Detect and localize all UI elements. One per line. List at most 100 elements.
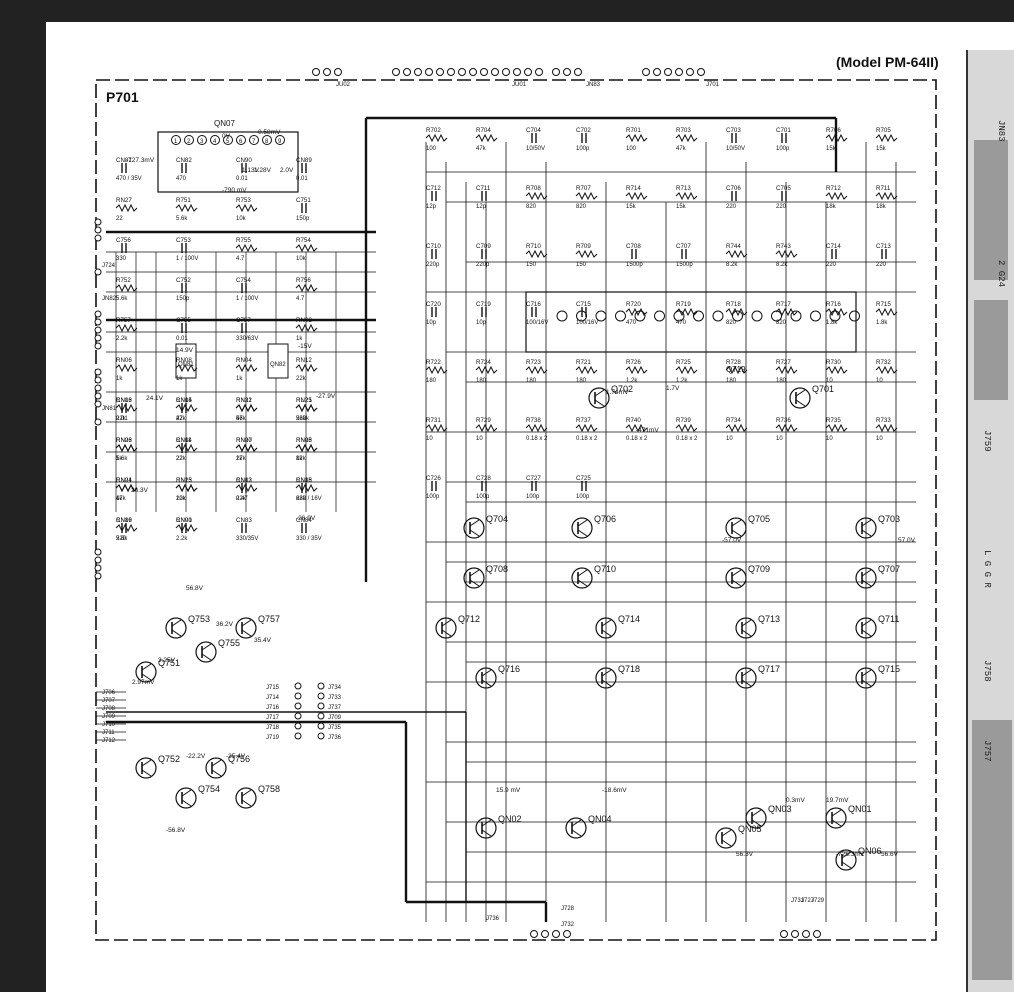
component-value: 330 / 35V xyxy=(296,536,322,542)
component-ref: R753 xyxy=(236,197,251,204)
ic-pin xyxy=(849,310,860,322)
connector-label: J706 xyxy=(102,690,116,696)
resistor xyxy=(625,365,648,375)
transistor-output xyxy=(435,617,457,639)
component-value: 10 xyxy=(476,436,483,442)
component-ref: R724 xyxy=(476,359,491,366)
component-ref: C712 xyxy=(426,185,441,192)
transistor-bottom xyxy=(565,817,587,839)
connector-label: J732 xyxy=(561,922,575,928)
connector-pin xyxy=(94,334,102,342)
ic-pin-number: 4 xyxy=(213,139,217,145)
component-value: 2.2k xyxy=(116,336,128,342)
component-ref: R744 xyxy=(726,243,741,250)
component-value: 15k xyxy=(626,204,637,210)
connector-pin xyxy=(664,68,672,76)
component-value: 47 xyxy=(176,416,183,422)
component-value: 15k xyxy=(676,204,687,210)
transistor-driver xyxy=(731,519,742,527)
component-ref: CN01 xyxy=(176,517,192,524)
component-ref: RN18 xyxy=(296,477,312,484)
resistor xyxy=(175,203,198,213)
resistor xyxy=(725,249,748,259)
component-value: 47k xyxy=(476,146,487,152)
connector-pin xyxy=(317,702,325,710)
component-ref: CN04 xyxy=(176,437,192,444)
transistor-aux xyxy=(141,673,152,681)
component-value: 1 / 100V xyxy=(236,296,258,302)
component-ref: RN15 xyxy=(176,477,192,484)
transistor-bottom xyxy=(841,851,852,859)
component-ref: RN23 xyxy=(176,477,192,484)
connector-pin xyxy=(94,548,102,556)
component-value: 1k xyxy=(116,496,123,502)
transistor-driver xyxy=(469,529,480,537)
connector-label: JN82 xyxy=(102,296,117,302)
component-ref: C727 xyxy=(526,475,541,482)
component-ref: R733 xyxy=(876,417,891,424)
connector-pin xyxy=(94,400,102,408)
component-value: 22k xyxy=(236,496,247,502)
transistor-bottom-label: QN06 xyxy=(858,846,882,856)
component-value: 330/35V xyxy=(236,536,258,542)
connector-label: J718 xyxy=(266,725,280,731)
transistor-output xyxy=(861,679,872,687)
resistor xyxy=(625,423,648,433)
component-value: 47k xyxy=(676,146,687,152)
transistor-q701 xyxy=(789,387,811,409)
transistor-aux xyxy=(241,799,252,807)
resistor xyxy=(675,133,698,143)
voltage-annotation: 0.58mV xyxy=(258,129,281,136)
component-value: 150p xyxy=(296,216,310,222)
transistor-bottom xyxy=(481,819,492,827)
transistor-aux xyxy=(141,769,152,777)
connector-pin xyxy=(675,68,683,76)
component-value: 1k xyxy=(296,336,303,342)
ic-pin xyxy=(236,135,246,145)
component-ref: C711 xyxy=(476,185,491,192)
component-ref: CN81 xyxy=(116,157,132,164)
component-ref: C720 xyxy=(426,301,441,308)
ic-pin xyxy=(751,310,763,322)
pcb-label: JN83 xyxy=(996,120,1006,142)
connector-pin xyxy=(323,68,331,76)
ic-pin-number: 2 xyxy=(187,139,191,145)
transistor-aux xyxy=(235,787,257,809)
component-ref: RN24 xyxy=(116,477,132,484)
component-ref: R704 xyxy=(476,127,491,134)
board-outline xyxy=(95,79,937,941)
component-ref: R738 xyxy=(526,417,541,424)
component-value: 15k xyxy=(876,146,887,152)
component-value: 10 xyxy=(776,436,783,442)
component-value: 10p xyxy=(426,320,437,326)
component-value: 0.01 xyxy=(236,176,248,182)
resistor xyxy=(525,423,548,433)
resistor xyxy=(625,133,648,143)
component-ref: C703 xyxy=(726,127,741,134)
resistor xyxy=(875,133,898,143)
component-ref: R727 xyxy=(776,359,791,366)
resistor xyxy=(875,307,898,317)
component-ref: CN05 xyxy=(176,397,192,404)
resistor xyxy=(575,249,598,259)
component-value: 180 xyxy=(476,378,487,384)
component-ref: RN28 xyxy=(296,437,312,444)
transistor-output-label: Q712 xyxy=(458,614,480,624)
component-value: 10 xyxy=(876,378,883,384)
regulator-qn82 xyxy=(267,343,289,379)
transistor-output xyxy=(735,667,757,689)
component-ref: R730 xyxy=(826,359,841,366)
component-ref: R714 xyxy=(626,185,641,192)
connector-pin xyxy=(294,692,302,700)
component-value: 820 xyxy=(776,320,787,326)
component-ref: R755 xyxy=(236,237,251,244)
component-value: 4.7 xyxy=(236,256,245,262)
component-ref: R737 xyxy=(576,417,591,424)
resistor xyxy=(875,365,898,375)
component-ref: R731 xyxy=(426,417,441,424)
component-ref: R723 xyxy=(526,359,541,366)
resistor xyxy=(235,203,258,213)
resistor xyxy=(575,365,598,375)
transistor-pre xyxy=(463,567,485,589)
component-value: 8.2k xyxy=(726,262,738,268)
